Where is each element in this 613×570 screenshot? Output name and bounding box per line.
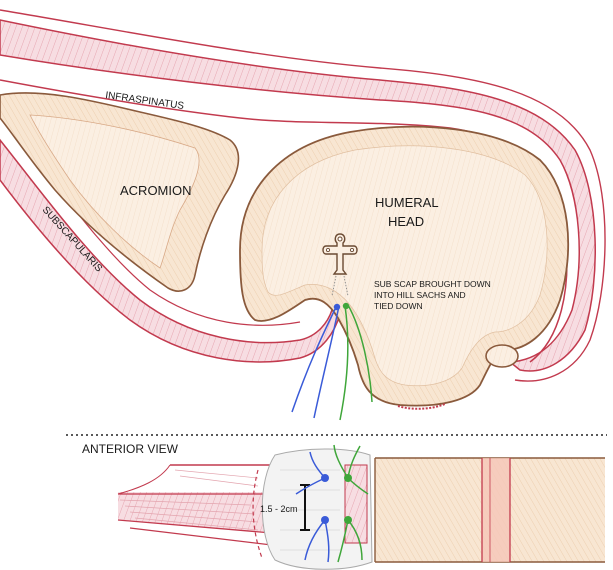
infraspinatus-muscle: [0, 9, 606, 382]
upper-sutures: [291, 302, 373, 421]
acromion-bone: [0, 92, 240, 292]
humerus-shaft: [374, 457, 605, 563]
measurement-label: 1.5 - 2cm: [260, 504, 298, 514]
note-label-line1: SUB SCAP BROUGHT DOWN: [374, 279, 491, 289]
humeral-head-label-line1: HUMERAL: [375, 195, 439, 210]
lower-sutures: [295, 444, 369, 563]
humeral-head-bone: [239, 125, 570, 410]
anterior-view-label: ANTERIOR VIEW: [82, 442, 179, 456]
humeral-head-label-line2: HEAD: [388, 214, 424, 229]
acromion-label: ACROMION: [120, 183, 192, 198]
note-label-line2: INTO HILL SACHS AND: [374, 290, 466, 300]
suture-anchor-icon: [322, 233, 358, 297]
measurement-bracket: [300, 484, 310, 531]
note-label-line3: TIED DOWN: [374, 301, 423, 311]
